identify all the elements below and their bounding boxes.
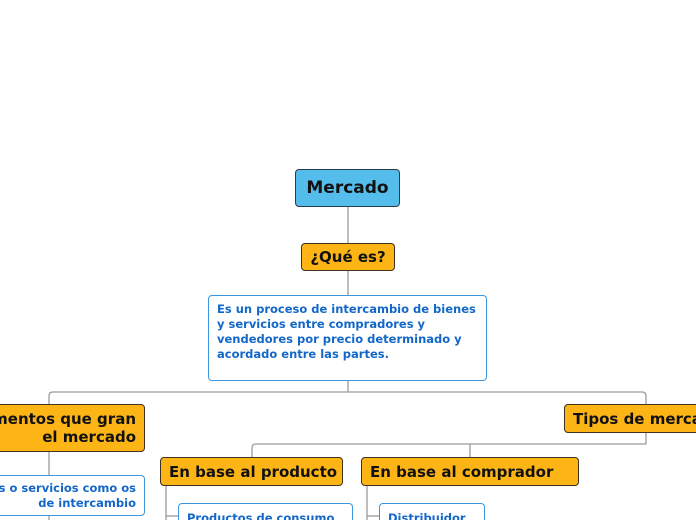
topic-tipos-mercado[interactable]: Tipos de merca [564, 404, 696, 433]
product-item-consumo[interactable]: Productos de consumo [178, 503, 353, 520]
topic-base-comprador-label: En base al comprador [370, 462, 554, 481]
topic-elementos-mercado[interactable]: mentos que gran el mercado [0, 404, 145, 452]
root-node-mercado[interactable]: Mercado [295, 169, 400, 207]
elements-note[interactable]: s o servicios como os de intercambio [0, 475, 145, 516]
elements-note-text: s o servicios como os de intercambio [0, 480, 136, 510]
connector-types-bar [251, 443, 646, 457]
connector-branch-bar [48, 391, 647, 405]
topic-que-es[interactable]: ¿Qué es? [301, 243, 395, 271]
topic-base-producto[interactable]: En base al producto [160, 457, 343, 486]
topic-tipos-label: Tipos de merca [573, 409, 696, 428]
buyer-item-distribuidor-label: Distribuidor [388, 510, 466, 520]
root-node-label: Mercado [306, 178, 389, 198]
product-item-consumo-label: Productos de consumo [187, 510, 335, 520]
definition-note[interactable]: Es un proceso de intercambio de bienes y… [208, 295, 487, 381]
buyer-item-distribuidor[interactable]: Distribuidor [379, 503, 485, 520]
topic-base-producto-label: En base al producto [169, 462, 338, 481]
topic-que-es-label: ¿Qué es? [310, 248, 386, 266]
topic-base-comprador[interactable]: En base al comprador [361, 457, 579, 486]
topic-elementos-label: mentos que gran el mercado [0, 410, 136, 446]
definition-note-text: Es un proceso de intercambio de bienes y… [217, 302, 476, 361]
